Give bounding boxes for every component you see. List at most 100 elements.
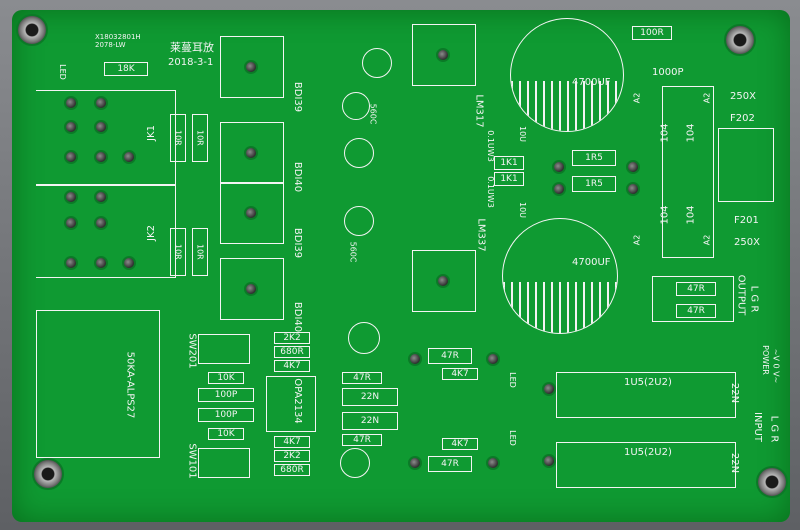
- transistor-bdi139-a: [220, 36, 284, 98]
- resistor-10r-d: 10R: [192, 228, 208, 276]
- capacitor-small-e: [348, 322, 380, 354]
- capacitor-small-d: [344, 206, 374, 236]
- jack-pad: [94, 96, 108, 110]
- lgr-top-label: L G R: [748, 285, 760, 313]
- date-label: 2018-3-1: [168, 57, 214, 68]
- d104-4-label: 104: [685, 205, 697, 225]
- diode-bridge-outline: [662, 86, 714, 258]
- d104-1-label: 104: [659, 123, 671, 143]
- lm317-label: LM317: [473, 94, 485, 128]
- solder-pad: [542, 454, 556, 468]
- x250-top-label: 250X: [730, 91, 756, 102]
- solder-pad: [408, 456, 422, 470]
- mounting-hole-top-left: [16, 14, 48, 46]
- resistor-47r-a: 47R: [342, 372, 382, 384]
- power-label: POWER: [760, 345, 770, 375]
- led-bottom-label: LED: [507, 430, 517, 446]
- board-variant-label: 2078-LW: [95, 41, 126, 49]
- lgr-bottom-label: L G R: [768, 415, 780, 443]
- sw201-label: SW201: [186, 333, 198, 369]
- capacitor-100p-a: 100P: [198, 388, 254, 402]
- resistor-100r: 100R: [632, 26, 672, 40]
- lm337-label: LM337: [475, 218, 487, 252]
- jack-pad: [122, 150, 136, 164]
- switch-sw101: [198, 448, 250, 478]
- a2-2-label: A2: [702, 92, 712, 104]
- regulator-lm337: [412, 250, 476, 312]
- resistor-10k-b: 10K: [208, 428, 244, 440]
- bdi139-a-label: BDI39: [292, 81, 304, 113]
- regulator-lm317: [412, 24, 476, 86]
- switch-sw201: [198, 334, 250, 364]
- pcb-board: X18032801H 2078-LW 莱蔓耳放 2018-3-1 LED 18K…: [12, 10, 790, 522]
- resistor-4k7-a: 4K7: [274, 360, 310, 372]
- c4700-bottom-label: 4700UF: [572, 257, 611, 268]
- a2-3-label: A2: [632, 234, 642, 246]
- r100n-a-label: 0.1UW3: [485, 130, 495, 162]
- jack-pad: [94, 120, 108, 134]
- jack-pad: [64, 150, 78, 164]
- c560-b-label: 560C: [348, 241, 358, 263]
- mounting-hole-bottom-right: [756, 466, 788, 498]
- transistor-bdi140-b: [220, 258, 284, 320]
- resistor-47r-b: 47R: [342, 434, 382, 446]
- capacitor-100p-b: 100P: [198, 408, 254, 422]
- capacitor-560c-a: [362, 48, 392, 78]
- jack-jk1-label: JK1: [145, 125, 157, 141]
- solder-pad: [552, 182, 566, 196]
- jack-jk2-outline: [36, 184, 176, 278]
- jack-pad: [64, 96, 78, 110]
- solder-pad: [542, 382, 556, 396]
- r100n-b-label: 0.1UW3: [485, 176, 495, 208]
- fuse-f202: [718, 128, 774, 202]
- c4700-top-label: 4700UF: [572, 77, 611, 88]
- d104-2-label: 104: [685, 123, 697, 143]
- bdi140-b-label: BDI40: [292, 301, 304, 333]
- resistor-4k7-mid1: 4K7: [442, 368, 478, 380]
- bdi139-b-label: BDI39: [292, 227, 304, 259]
- capacitor-small-f: [340, 448, 370, 478]
- c1u5-b-label: 1U5(2U2): [624, 447, 672, 458]
- capacitor-1u5-a-outline: [556, 372, 736, 418]
- resistor-47r-mid2: 47R: [428, 456, 472, 472]
- capacitor-1u5-b-outline: [556, 442, 736, 488]
- resistor-4k7-mid2: 4K7: [442, 438, 478, 450]
- jack-pad: [64, 256, 78, 270]
- solder-pad: [486, 456, 500, 470]
- power-pins-label: ~V 0 V~: [771, 348, 781, 384]
- bdi140-a-label: BDI40: [292, 161, 304, 193]
- c560-a-label: 560C: [368, 103, 378, 125]
- resistor-10k-a: 10K: [208, 372, 244, 384]
- sw101-label: SW101: [186, 443, 198, 479]
- c1u5-a-label: 1U5(2U2): [624, 377, 672, 388]
- solder-pad: [626, 160, 640, 174]
- capacitor-small-c: [344, 138, 374, 168]
- opamp-socket: [266, 376, 316, 432]
- f202-label: F202: [730, 113, 755, 124]
- output-connector-outline: [652, 276, 734, 322]
- jack-jk1-outline: [36, 90, 176, 186]
- input-label: INPUT: [751, 412, 763, 442]
- capacitor-560c-b: [342, 92, 370, 120]
- a2-4-label: A2: [702, 234, 712, 246]
- resistor-2k2-a: 2K2: [274, 332, 310, 344]
- led-mid-label: LED: [507, 372, 517, 388]
- c22n-b-label: 22N: [729, 452, 741, 474]
- mounting-hole-bottom-left: [32, 458, 64, 490]
- c1000p-label: 1000P: [652, 67, 684, 78]
- resistor-1r5-a: 1R5: [572, 150, 616, 166]
- jack-pad: [94, 256, 108, 270]
- resistor-4k7-b: 4K7: [274, 436, 310, 448]
- resistor-10r-c: 10R: [170, 228, 186, 276]
- c22n-a-label: 22N: [729, 382, 741, 404]
- transistor-bdi140-a: [220, 122, 284, 184]
- resistor-18k: 18K: [104, 62, 148, 76]
- jack-jk2-label: JK2: [145, 225, 157, 241]
- resistor-47r-mid1: 47R: [428, 348, 472, 364]
- resistor-680r-b: 680R: [274, 464, 310, 476]
- jack-pad: [122, 256, 136, 270]
- capacitor-4700uf-bottom: [502, 218, 618, 334]
- jack-pad: [94, 150, 108, 164]
- mounting-hole-top-right: [724, 24, 756, 56]
